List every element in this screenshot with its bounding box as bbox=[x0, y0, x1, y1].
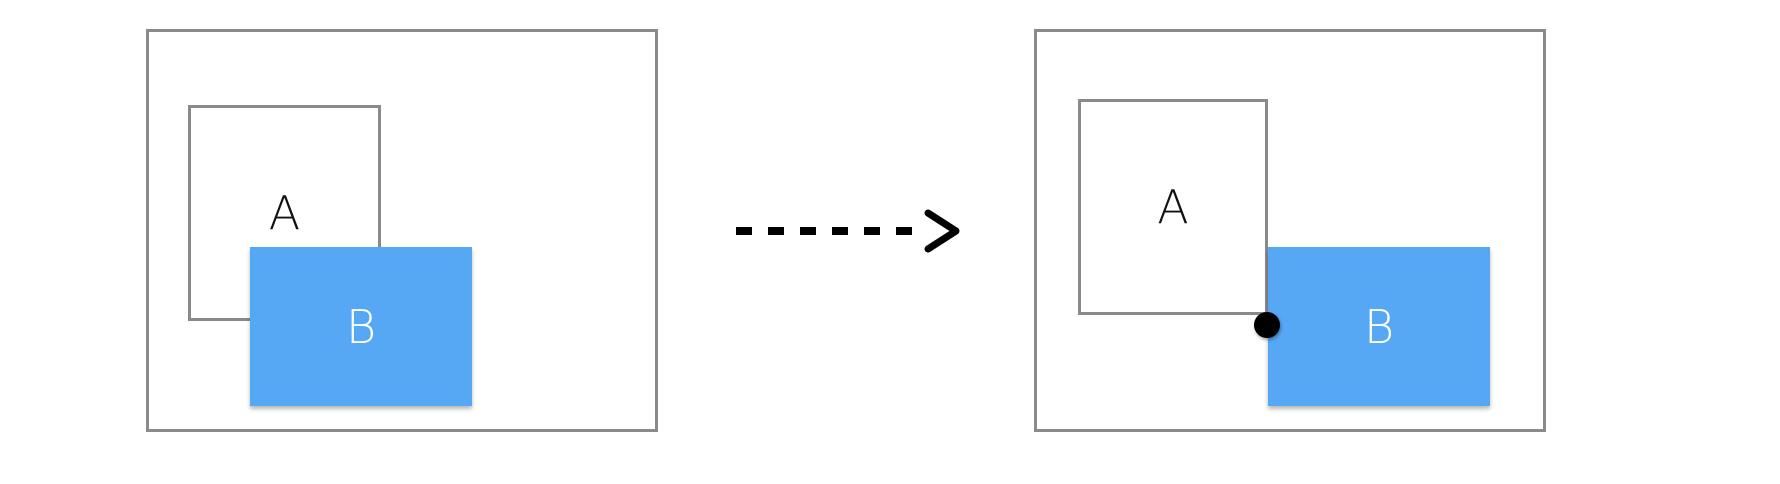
after-box-a-label: A bbox=[1157, 180, 1189, 234]
after-box-b: B bbox=[1268, 247, 1490, 406]
anchor-point-icon bbox=[1254, 312, 1280, 338]
before-box-b: B bbox=[250, 247, 472, 406]
arrow-head bbox=[924, 209, 960, 253]
after-box-b-label: B bbox=[1363, 299, 1395, 354]
before-box-a-label: A bbox=[268, 186, 301, 240]
dashed-right-arrow-icon bbox=[736, 209, 960, 253]
before-box-b-label: B bbox=[345, 299, 377, 354]
after-box-a: A bbox=[1078, 99, 1268, 315]
